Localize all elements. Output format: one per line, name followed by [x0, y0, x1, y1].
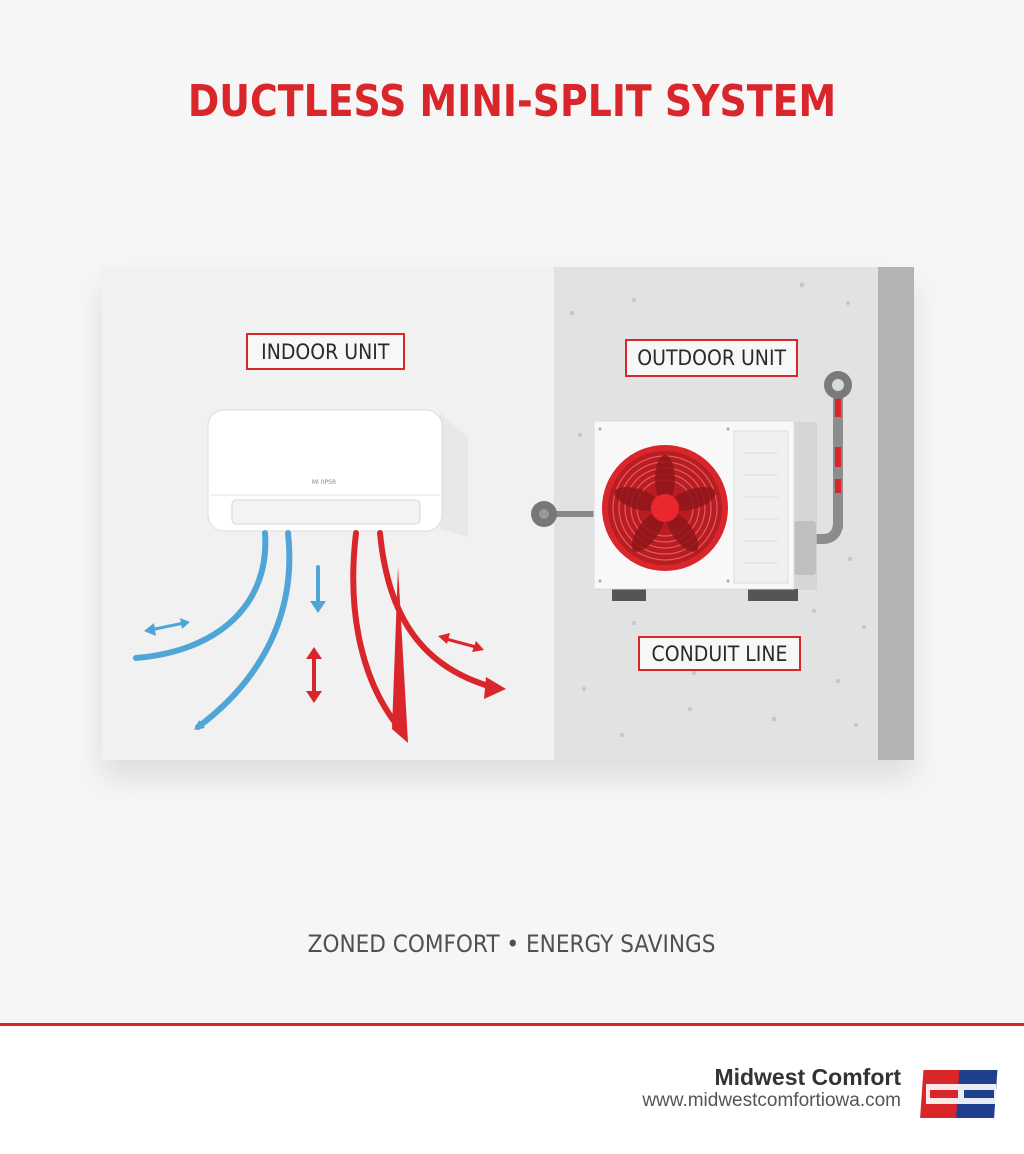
scene-panel: MI 0PSR: [102, 267, 914, 760]
wall-edge: [878, 267, 914, 760]
cool-airflow-arrow-icon: [133, 530, 326, 730]
brand-logo: [920, 1062, 1002, 1126]
brand-name: Midwest Comfort: [714, 1064, 901, 1090]
footer-divider: [0, 1023, 1024, 1026]
wall-texture: [569, 282, 866, 737]
conduit-line-label: CONDUIT LINE: [638, 636, 801, 671]
tagline: ZONED COMFORT • ENERGY SAVINGS: [308, 930, 716, 958]
indoor-unit-label: INDOOR UNIT: [246, 333, 405, 370]
footer: [0, 1026, 1024, 1154]
outdoor-unit-label: OUTDOOR UNIT: [625, 339, 798, 377]
brand-url[interactable]: www.midwestcomfortiowa.com: [642, 1090, 901, 1111]
indoor-unit-badge: MI 0PSR: [312, 479, 336, 486]
diagram-graphics: MI 0PSR: [133, 282, 866, 743]
warm-airflow-arrow-icon: [306, 530, 506, 743]
pipe-connector-icon: [531, 501, 596, 527]
fan-icon: [602, 445, 728, 571]
indoor-unit: MI 0PSR: [207, 409, 468, 537]
diagram-title: DUCTLESS MINI-SPLIT SYSTEM: [187, 76, 837, 127]
